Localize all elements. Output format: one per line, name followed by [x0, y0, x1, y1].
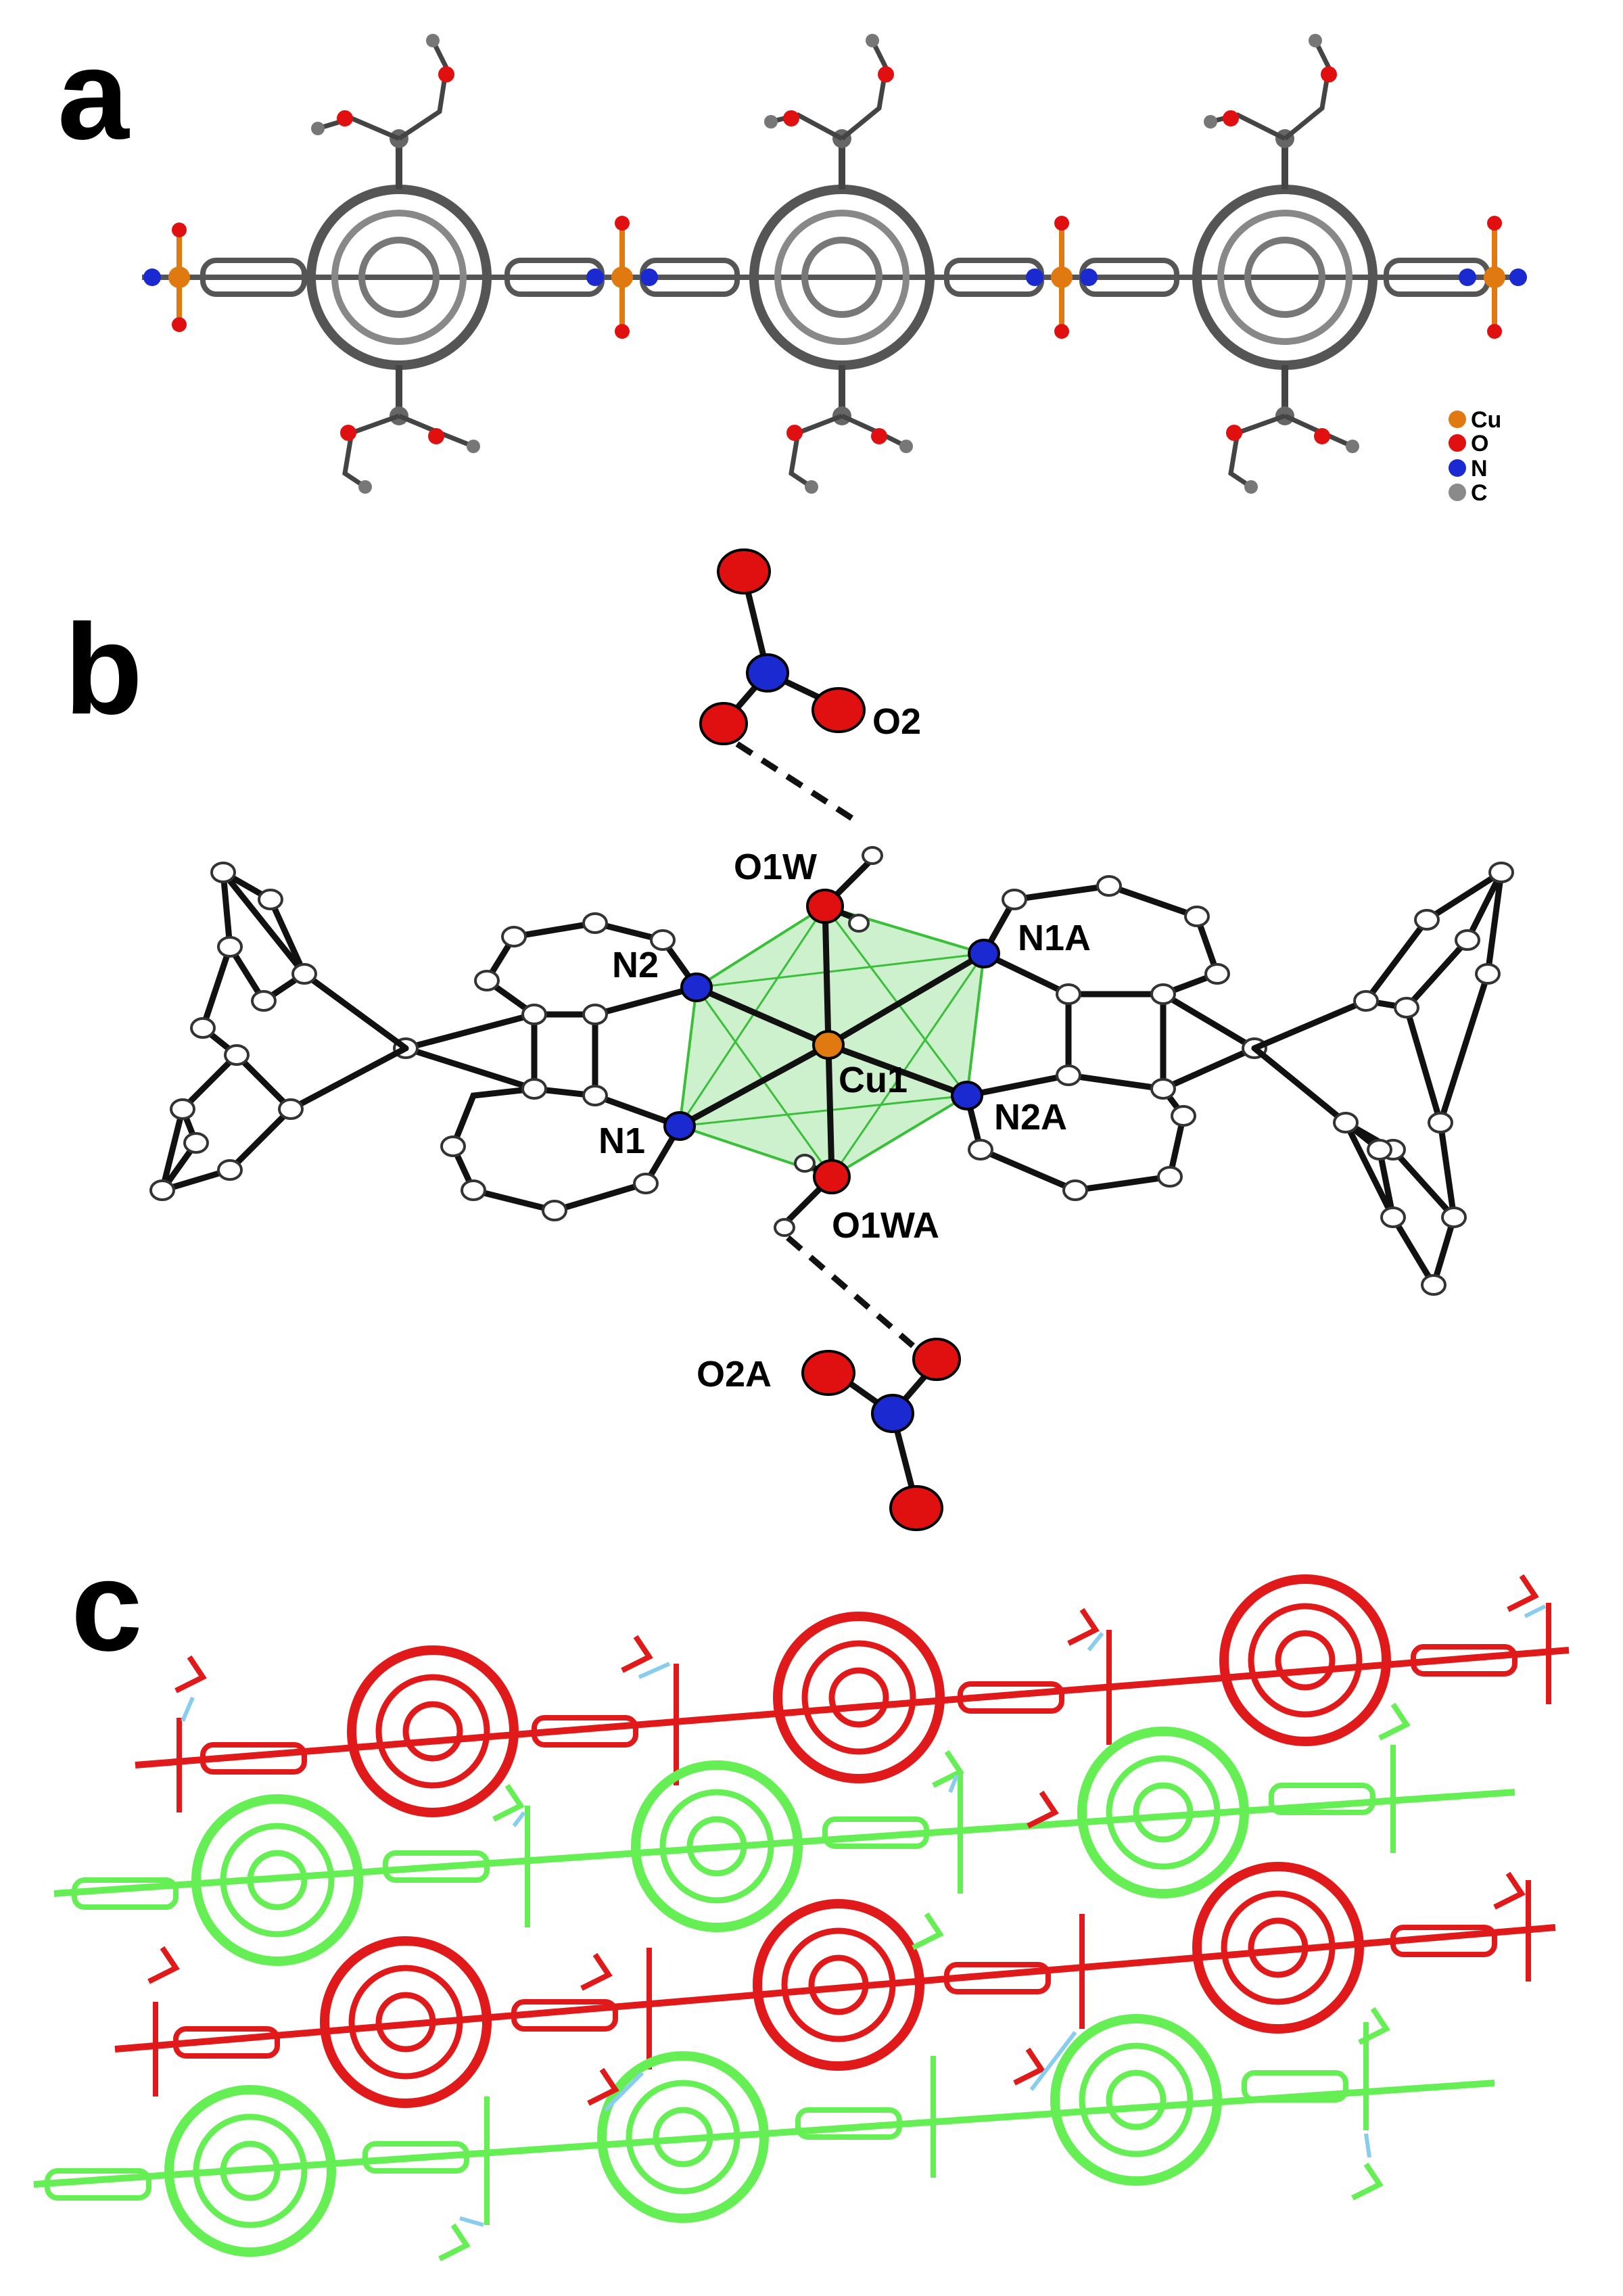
label-cu1: Cu1 — [839, 1060, 908, 1100]
coordination-atoms — [663, 889, 1000, 1194]
panel-c: c — [33, 1534, 1570, 2262]
red-chain-1 — [135, 1574, 1570, 1817]
green-chain-2 — [33, 2014, 1495, 2257]
legend-cu-label: Cu — [1471, 407, 1501, 433]
cu-bonds — [676, 903, 987, 1180]
panel-a: a — [57, 23, 1527, 506]
green-chain-1 — [53, 1727, 1515, 1966]
panel-c-letter: c — [71, 1534, 143, 1678]
legend-c-label: C — [1471, 480, 1488, 506]
label-n2a: N2A — [994, 1097, 1067, 1138]
red-chain-2 — [114, 1862, 1556, 2108]
label-n1a: N1A — [1018, 918, 1091, 958]
fullerene-1 — [306, 34, 492, 494]
right-fullerene-fragment — [1251, 862, 1514, 1296]
panel-a-letter: a — [57, 23, 130, 166]
legend-o-label: O — [1471, 431, 1488, 456]
fullerene-2 — [749, 34, 935, 494]
copper-centers-a — [143, 216, 1527, 339]
panel-b-letter: b — [64, 598, 143, 741]
nitrate-bottom — [786, 1235, 961, 1531]
left-phenanthroline — [393, 912, 700, 1221]
label-o1w: O1W — [734, 847, 817, 887]
nitrate-top — [699, 548, 866, 821]
label-o2a: O2A — [697, 1354, 772, 1395]
nitrates-and-hbonds — [147, 1574, 1547, 2262]
right-phenanthroline — [964, 875, 1267, 1201]
panel-b: b — [64, 548, 1514, 1531]
label-n1: N1 — [598, 1121, 645, 1161]
legend-n-swatch — [1449, 459, 1466, 477]
fullerene-3 — [1192, 34, 1378, 494]
legend-cu-swatch — [1449, 411, 1466, 428]
left-fullerene-fragment — [149, 862, 409, 1201]
label-o2: O2 — [872, 701, 921, 742]
legend-c-swatch — [1449, 484, 1466, 501]
legend-o-swatch — [1449, 434, 1466, 452]
legend-n-label: N — [1471, 456, 1488, 482]
atom-legend: Cu O N C — [1449, 407, 1501, 506]
label-o1wa: O1WA — [832, 1205, 939, 1246]
label-n2: N2 — [612, 945, 659, 985]
